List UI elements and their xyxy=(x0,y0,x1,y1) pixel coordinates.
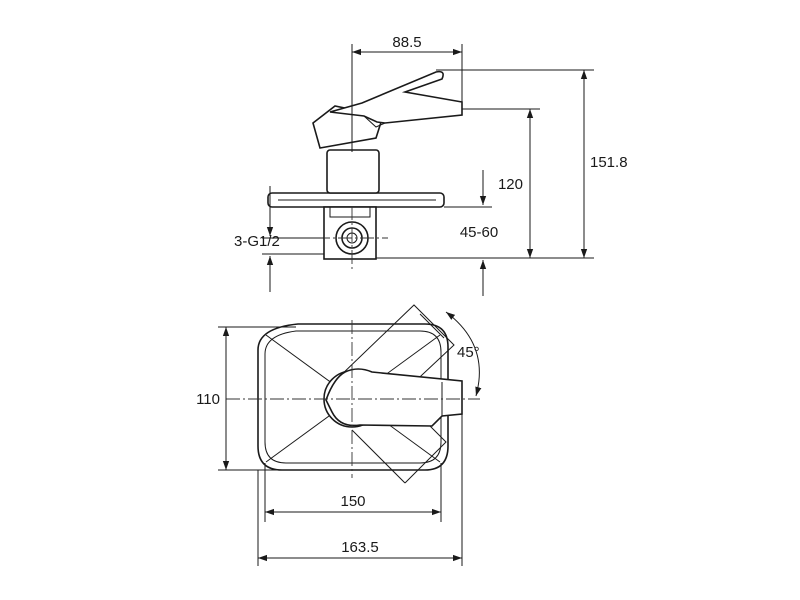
cover-plate-outer xyxy=(257,323,449,471)
lever-handle xyxy=(329,70,463,124)
dim-height-110: 110 xyxy=(196,391,220,408)
dim-thread-3-g1-2: 3-G1/2 xyxy=(234,233,280,250)
dim-width-88-5: 88.5 xyxy=(392,34,421,51)
lever-top-view xyxy=(325,368,463,427)
dim-depth-45-60: 45-60 xyxy=(460,224,498,241)
angle-arc xyxy=(445,311,482,397)
dim-height-151-8: 151.8 xyxy=(590,154,628,171)
top-view: 45° 110 150 163.5 xyxy=(196,304,482,566)
dim-angle-45: 45° xyxy=(457,344,480,361)
dim-width-150: 150 xyxy=(340,493,365,510)
dim-height-120: 120 xyxy=(498,176,523,193)
stem-cylinder xyxy=(326,149,380,194)
dim-width-163-5: 163.5 xyxy=(341,539,379,556)
side-view: 88.5 151.8 120 45-60 3-G1/2 xyxy=(234,34,628,296)
